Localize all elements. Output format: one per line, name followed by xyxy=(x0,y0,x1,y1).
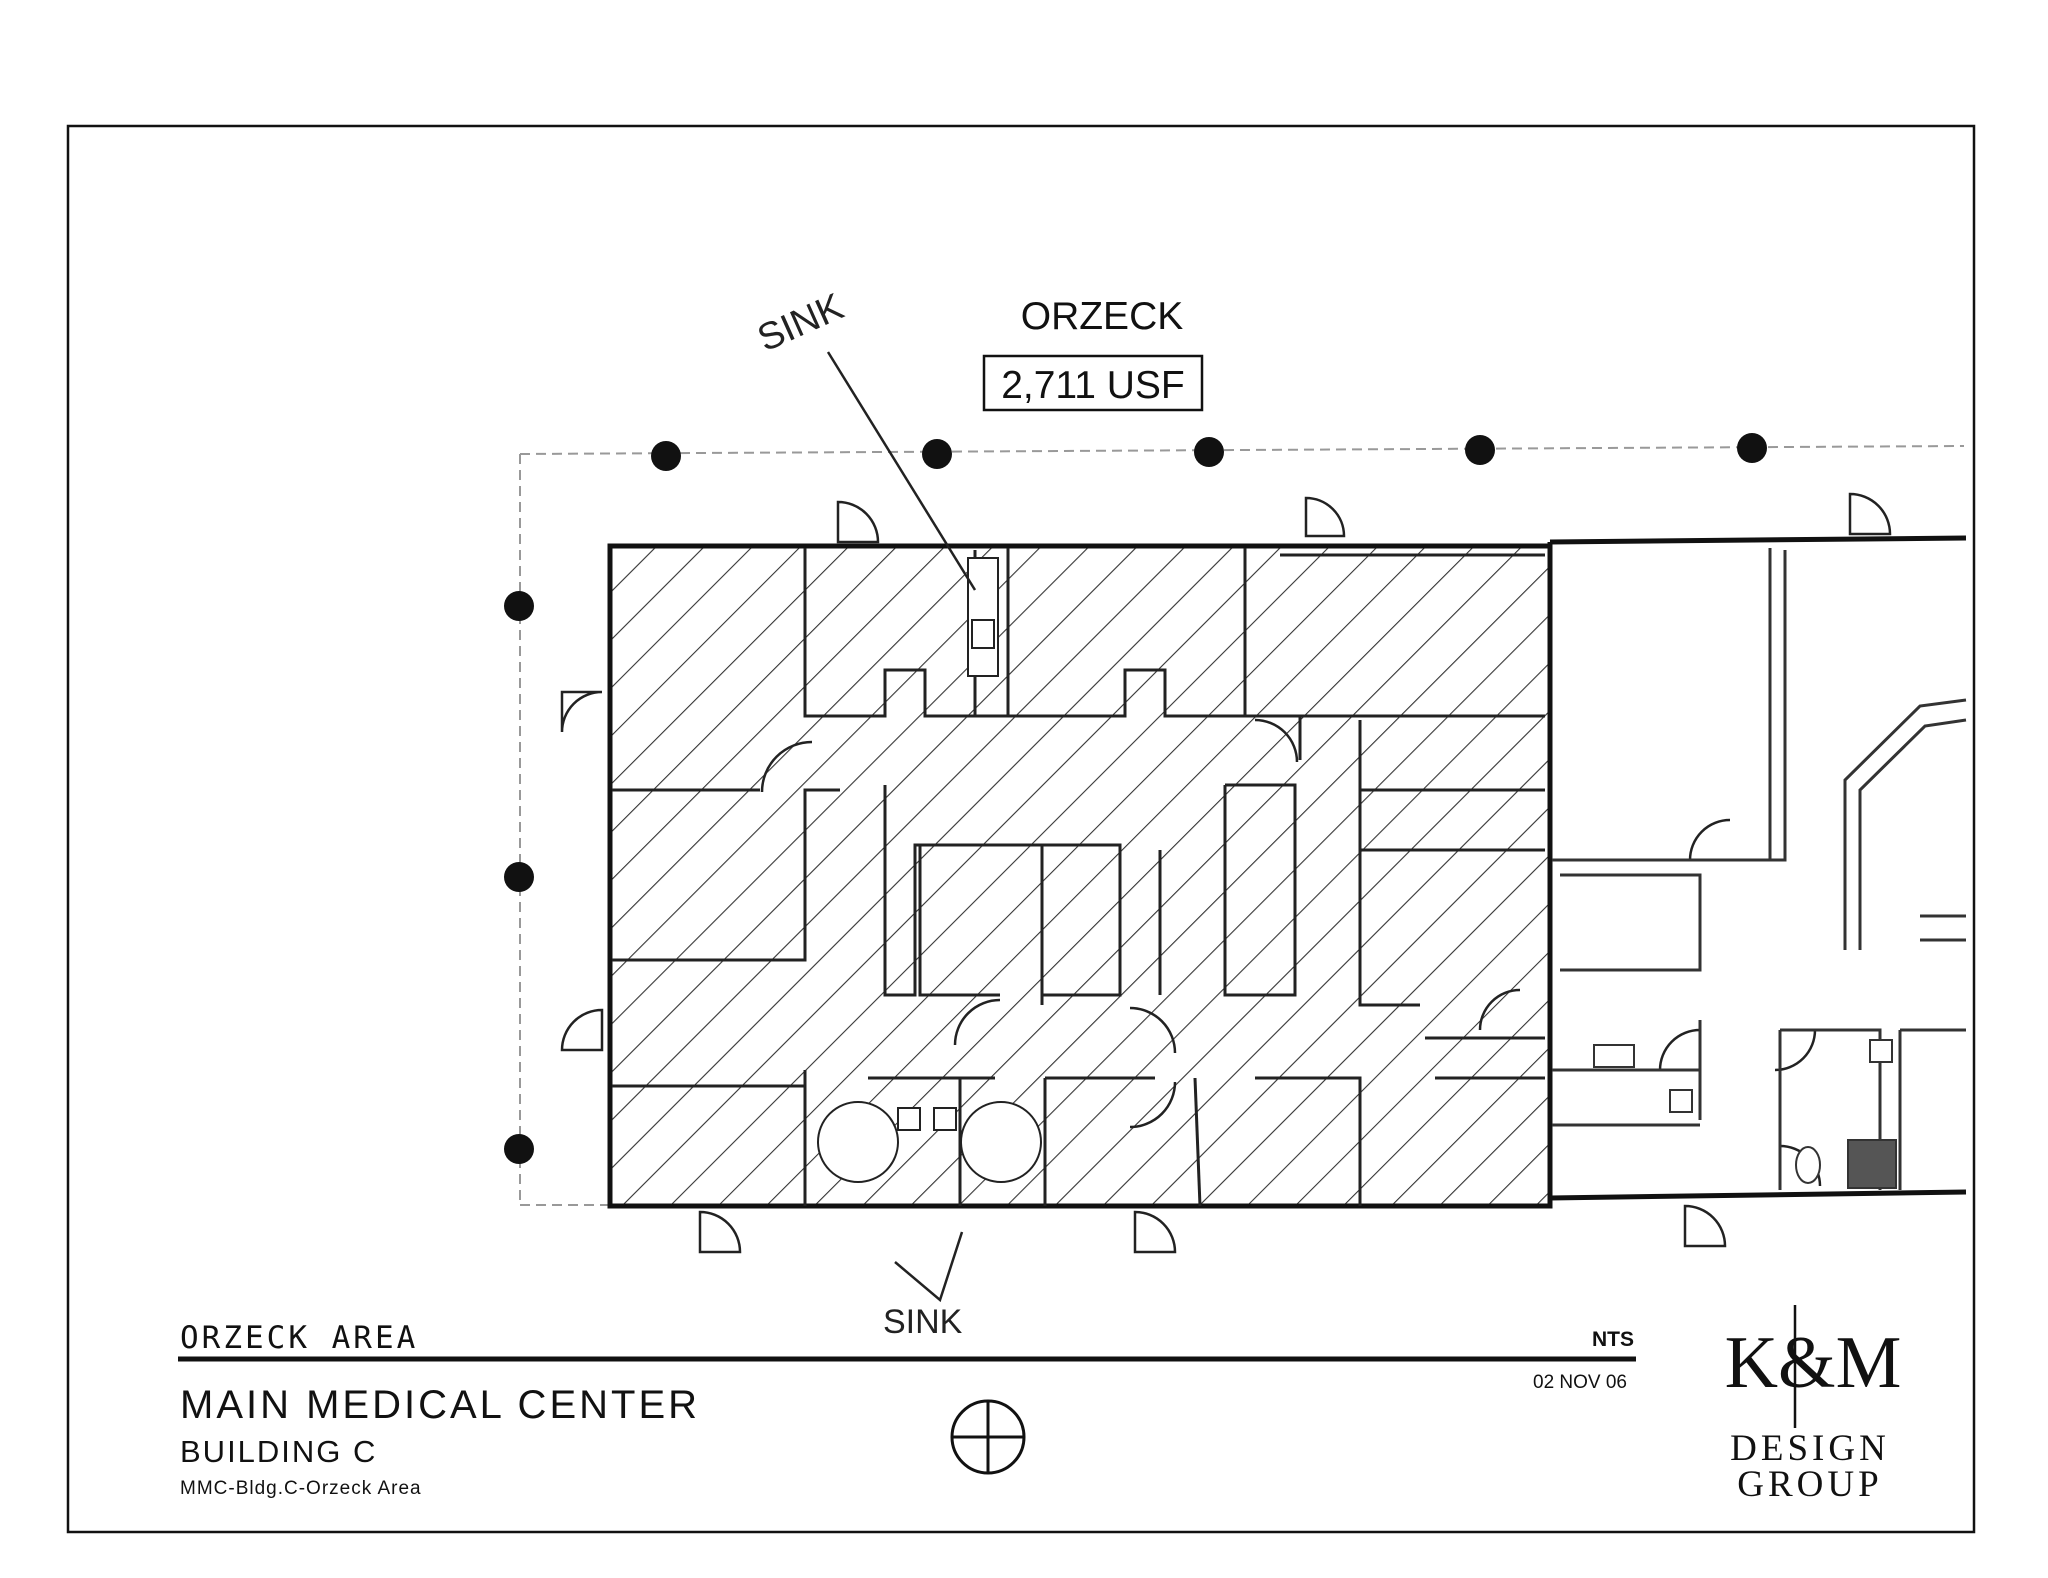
interior-partitions xyxy=(612,548,1545,1207)
exterior-dashed-line xyxy=(519,445,1965,1206)
door-swing-icon xyxy=(560,690,603,733)
door-swing-icon xyxy=(953,998,1001,1046)
door-swing-icon-group xyxy=(560,492,1892,1254)
sink-leader-line xyxy=(826,351,977,591)
column-icon xyxy=(922,439,952,469)
door-swing-icon xyxy=(1774,1029,1817,1072)
file-reference: MMC-Bldg.C-Orzeck Area xyxy=(180,1478,422,1499)
orzeck-suite-hatch xyxy=(610,546,1550,1206)
door-swing-icon xyxy=(1129,1006,1177,1054)
annotation-sink-bottom: SINK xyxy=(883,1303,963,1341)
door-swing-icon xyxy=(1129,1081,1177,1129)
column-icon xyxy=(651,441,681,471)
door-swing-icon xyxy=(1254,718,1299,763)
door-swing-icon xyxy=(1683,1204,1727,1248)
door-swing-icon xyxy=(760,740,813,793)
adjacent-fixtures xyxy=(1593,1039,1897,1189)
column-icon xyxy=(504,591,534,621)
door-swing-icon xyxy=(1478,988,1521,1031)
column-icon xyxy=(1737,433,1767,463)
sink-check-mark xyxy=(894,1231,964,1303)
column-icon xyxy=(504,862,534,892)
date-label: 02 NOV 06 xyxy=(1533,1372,1627,1393)
tenant-name: ORZECK xyxy=(1021,295,1184,338)
door-swing-icon xyxy=(1658,1028,1701,1071)
area-title: ORZECK AREA xyxy=(180,1320,418,1356)
scale-label: NTS xyxy=(1592,1328,1634,1351)
project-title: MAIN MEDICAL CENTER xyxy=(180,1383,700,1427)
logo-monogram: K&M xyxy=(1725,1322,1902,1404)
logo-line-design: DESIGN xyxy=(1730,1428,1890,1469)
restroom-fixtures xyxy=(817,1101,1042,1183)
sink-counter-top xyxy=(967,557,999,677)
door-swing-icon xyxy=(560,1008,604,1052)
door-swing-icon xyxy=(1848,492,1892,536)
column-icon xyxy=(1194,437,1224,467)
door-swing-icon xyxy=(698,1210,742,1254)
column-icon xyxy=(1465,435,1495,465)
column-icon-group xyxy=(504,433,1767,1164)
building-walls xyxy=(1547,535,1967,1206)
annotation-sink-top: SINK xyxy=(752,286,850,360)
area-label: 2,711 USF xyxy=(1001,364,1185,407)
door-swing-icon xyxy=(1133,1210,1177,1254)
sheet-border xyxy=(66,124,1976,1534)
building-label: BUILDING C xyxy=(180,1434,377,1469)
door-swing-icon xyxy=(836,500,880,544)
adjacent-rooms xyxy=(1552,548,1967,1190)
logo-line-group: GROUP xyxy=(1737,1464,1882,1505)
north-arrow-icon xyxy=(950,1399,1026,1475)
area-label-box xyxy=(982,354,1204,412)
door-swing-icon xyxy=(1688,818,1731,861)
door-swing-icon xyxy=(1304,496,1346,538)
column-icon xyxy=(504,1134,534,1164)
